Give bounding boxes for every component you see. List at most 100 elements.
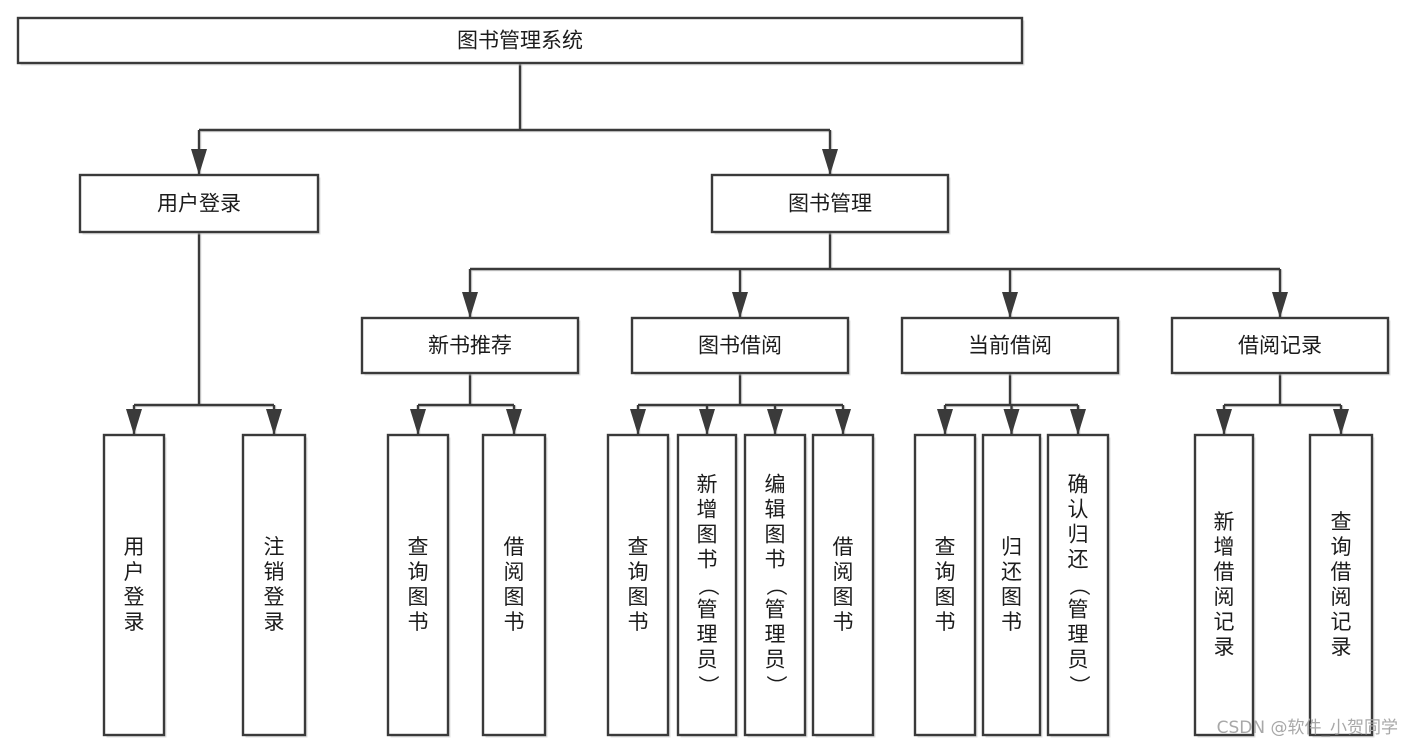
svg-text:书: 书 (765, 548, 786, 572)
svg-text:图: 图 (408, 585, 429, 609)
svg-text:归: 归 (1001, 535, 1022, 559)
node-box-leaf-edit-book-admin (743, 433, 807, 737)
svg-text:用: 用 (124, 535, 145, 559)
svg-text:辑: 辑 (765, 498, 786, 522)
svg-text:记: 记 (1214, 610, 1235, 634)
svg-text:录: 录 (264, 610, 285, 634)
node-label-new-book-recommend: 新书推荐 (428, 334, 512, 358)
node-current-borrow: 当前借阅 (900, 316, 1121, 376)
node-box-leaf-add-book-admin (676, 433, 738, 737)
node-label-leaf-user-login: 用户登录 (124, 535, 145, 634)
svg-text:户: 户 (124, 560, 145, 584)
svg-text:图: 图 (833, 585, 854, 609)
svg-text:（: （ (696, 575, 720, 596)
node-box-leaf-query-book-recommend (386, 433, 450, 737)
svg-text:员: 员 (765, 648, 786, 672)
node-box-leaf-user-logout (241, 433, 307, 737)
svg-text:员: 员 (697, 648, 718, 672)
svg-text:图: 图 (504, 585, 525, 609)
svg-text:询: 询 (935, 560, 956, 584)
node-box-root (16, 16, 1024, 65)
node-box-leaf-user-login (102, 433, 166, 737)
svg-text:（: （ (764, 575, 788, 596)
connector-layer (126, 63, 1349, 437)
node-box-current-borrow (900, 316, 1120, 375)
svg-text:图: 图 (628, 585, 649, 609)
node-root: 图书管理系统 (16, 16, 1025, 66)
node-box-leaf-return-book (981, 433, 1042, 737)
svg-text:借: 借 (833, 535, 854, 559)
svg-text:注: 注 (264, 535, 285, 559)
svg-text:查: 查 (1331, 510, 1352, 534)
node-box-leaf-query-book-current (913, 433, 977, 737)
svg-text:（: （ (1067, 575, 1091, 596)
svg-text:图: 图 (697, 523, 718, 547)
svg-text:询: 询 (408, 560, 429, 584)
svg-text:阅: 阅 (504, 560, 525, 584)
node-box-new-book-recommend (360, 316, 580, 375)
svg-text:登: 登 (124, 585, 145, 609)
node-book-manage: 图书管理 (710, 173, 951, 235)
node-box-leaf-add-borrow-record (1193, 433, 1255, 737)
node-label-borrow-record: 借阅记录 (1238, 334, 1322, 358)
svg-text:查: 查 (935, 535, 956, 559)
node-user-login: 用户登录 (78, 173, 321, 235)
node-box-book-manage (710, 173, 950, 234)
svg-text:还: 还 (1068, 548, 1089, 572)
svg-text:录: 录 (1214, 635, 1235, 659)
svg-text:销: 销 (264, 560, 285, 584)
node-label-root: 图书管理系统 (457, 29, 583, 53)
svg-text:阅: 阅 (833, 560, 854, 584)
svg-text:管: 管 (1068, 598, 1089, 622)
svg-text:登: 登 (264, 585, 285, 609)
svg-text:认: 认 (1068, 498, 1089, 522)
svg-text:录: 录 (1331, 635, 1352, 659)
svg-text:书: 书 (935, 610, 956, 634)
svg-text:理: 理 (697, 623, 718, 647)
node-box-leaf-confirm-return-admin (1046, 433, 1110, 737)
svg-text:书: 书 (504, 610, 525, 634)
node-box-user-login (78, 173, 320, 234)
node-box-leaf-borrow-book-recommend (481, 433, 547, 737)
csdn-watermark: CSDN @软件_小贺同学 (1217, 718, 1398, 738)
svg-text:查: 查 (628, 535, 649, 559)
node-box-book-borrow (630, 316, 850, 375)
svg-text:增: 增 (697, 498, 718, 522)
node-new-book-recommend: 新书推荐 (360, 316, 581, 376)
svg-text:员: 员 (1068, 648, 1089, 672)
svg-text:）: ） (696, 675, 720, 696)
node-label-user-login: 用户登录 (157, 192, 241, 216)
node-box-leaf-query-book-borrow (606, 433, 670, 737)
node-borrow-record: 借阅记录 (1170, 316, 1391, 376)
svg-text:询: 询 (1331, 535, 1352, 559)
svg-text:借: 借 (1214, 560, 1235, 584)
svg-text:增: 增 (1214, 535, 1235, 559)
svg-text:阅: 阅 (1214, 585, 1235, 609)
svg-text:）: ） (1067, 675, 1091, 696)
svg-text:借: 借 (1331, 560, 1352, 584)
node-leaf-user-login: 用户登录 (102, 433, 167, 738)
svg-text:图: 图 (935, 585, 956, 609)
svg-text:新: 新 (697, 473, 718, 497)
svg-text:书: 书 (408, 610, 429, 634)
svg-text:理: 理 (765, 623, 786, 647)
svg-text:图: 图 (765, 523, 786, 547)
svg-text:图: 图 (1001, 585, 1022, 609)
